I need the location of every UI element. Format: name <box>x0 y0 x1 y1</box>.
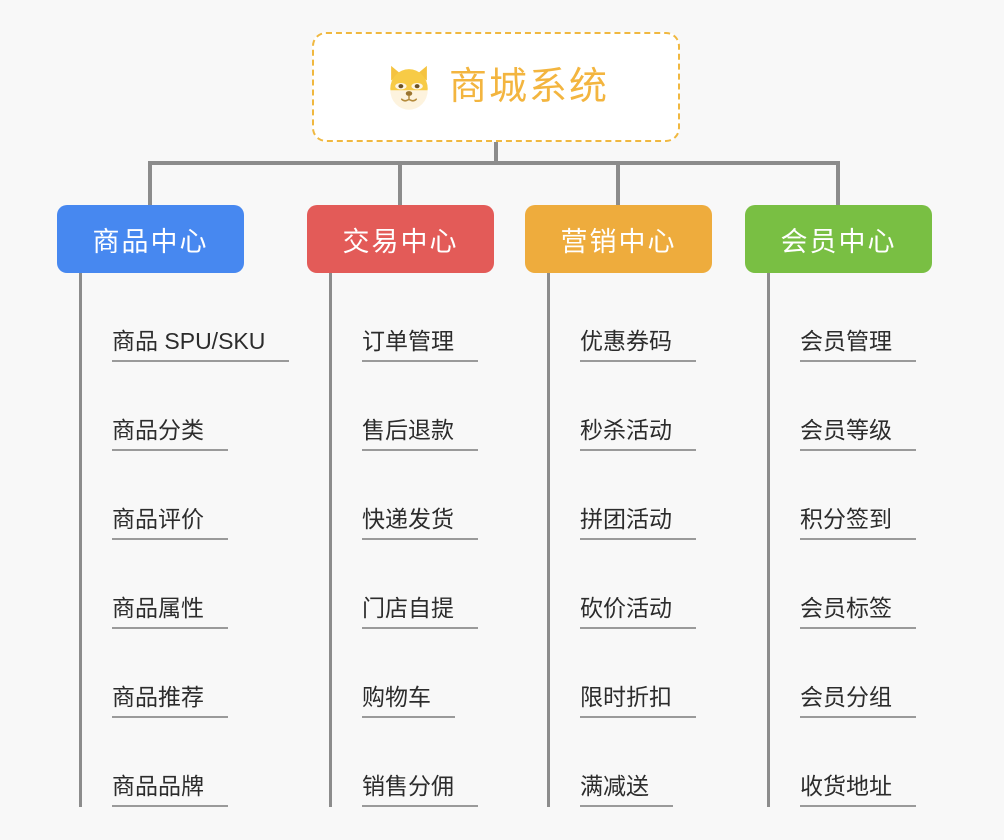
dog-face-icon <box>390 65 428 110</box>
list-item[interactable]: 商品 SPU/SKU <box>82 273 290 362</box>
leaf-label: 商品属性 <box>112 595 228 629</box>
list-item[interactable]: 优惠券码 <box>550 273 712 362</box>
root-node[interactable]: 商城系统 <box>312 32 680 142</box>
leaf-label: 砍价活动 <box>580 595 696 629</box>
list-item[interactable]: 商品属性 <box>82 540 289 629</box>
list-item[interactable]: 商品推荐 <box>82 629 289 718</box>
list-item[interactable]: 砍价活动 <box>550 540 712 629</box>
branch-children-2: 优惠券码 秒杀活动 拼团活动 砍价活动 限时折扣 满减送 <box>547 273 712 807</box>
branch-header-2[interactable]: 营销中心 <box>525 205 712 273</box>
branch-header-1[interactable]: 交易中心 <box>307 205 494 273</box>
list-item[interactable]: 会员管理 <box>770 273 932 362</box>
list-item[interactable]: 秒杀活动 <box>550 362 712 451</box>
leaf-label: 限时折扣 <box>580 684 696 718</box>
root-title: 商城系统 <box>448 66 609 108</box>
list-item[interactable]: 商品评价 <box>82 451 289 540</box>
branch-children-3: 会员管理 会员等级 积分签到 会员标签 会员分组 收货地址 <box>767 273 932 807</box>
leaf-label: 购物车 <box>362 684 455 718</box>
list-item[interactable]: 积分签到 <box>770 451 932 540</box>
leaf-label: 会员分组 <box>800 684 916 718</box>
list-item[interactable]: 快递发货 <box>332 451 494 540</box>
list-item[interactable]: 门店自提 <box>332 540 494 629</box>
list-item[interactable]: 销售分佣 <box>332 718 494 807</box>
leaf-label: 门店自提 <box>362 595 478 629</box>
leaf-label: 快递发货 <box>362 506 478 540</box>
leaf-label: 优惠券码 <box>580 328 696 362</box>
leaf-label: 满减送 <box>580 773 673 807</box>
branch-children-0: 商品 SPU/SKU 商品分类 商品评价 商品属性 商品推荐 商品品牌 <box>79 273 290 807</box>
list-item[interactable]: 满减送 <box>550 718 712 807</box>
leaf-label: 拼团活动 <box>580 506 696 540</box>
branch-children-1: 订单管理 售后退款 快递发货 门店自提 购物车 销售分佣 <box>329 273 494 807</box>
branch-column-0: 商品中心 商品 SPU/SKU 商品分类 商品评价 商品属性 商品推荐 商品品牌 <box>57 205 290 807</box>
list-item[interactable]: 会员等级 <box>770 362 932 451</box>
list-item[interactable]: 会员标签 <box>770 540 932 629</box>
branch-column-2: 营销中心 优惠券码 秒杀活动 拼团活动 砍价活动 限时折扣 满减送 <box>525 205 712 807</box>
list-item[interactable]: 拼团活动 <box>550 451 712 540</box>
branch-header-3[interactable]: 会员中心 <box>745 205 932 273</box>
leaf-label: 商品推荐 <box>112 684 228 718</box>
leaf-label: 销售分佣 <box>362 773 478 807</box>
list-item[interactable]: 售后退款 <box>332 362 494 451</box>
leaf-label: 收货地址 <box>800 773 916 807</box>
leaf-label: 积分签到 <box>800 506 916 540</box>
list-item[interactable]: 限时折扣 <box>550 629 712 718</box>
leaf-label: 商品分类 <box>112 417 228 451</box>
branch-column-3: 会员中心 会员管理 会员等级 积分签到 会员标签 会员分组 收货地址 <box>745 205 932 807</box>
list-item[interactable]: 商品分类 <box>82 362 289 451</box>
leaf-label: 会员标签 <box>800 595 916 629</box>
leaf-label: 商品品牌 <box>112 773 228 807</box>
list-item[interactable]: 会员分组 <box>770 629 932 718</box>
leaf-label: 商品评价 <box>112 506 228 540</box>
list-item[interactable]: 购物车 <box>332 629 494 718</box>
branch-header-0[interactable]: 商品中心 <box>57 205 244 273</box>
leaf-label: 订单管理 <box>362 328 478 362</box>
leaf-label: 会员管理 <box>800 328 916 362</box>
leaf-label: 售后退款 <box>362 417 478 451</box>
branch-column-1: 交易中心 订单管理 售后退款 快递发货 门店自提 购物车 销售分佣 <box>307 205 494 807</box>
leaf-label: 会员等级 <box>800 417 916 451</box>
leaf-label: 商品 SPU/SKU <box>112 328 290 362</box>
list-item[interactable]: 收货地址 <box>770 718 932 807</box>
leaf-label: 秒杀活动 <box>580 417 696 451</box>
list-item[interactable]: 订单管理 <box>332 273 494 362</box>
list-item[interactable]: 商品品牌 <box>82 718 289 807</box>
